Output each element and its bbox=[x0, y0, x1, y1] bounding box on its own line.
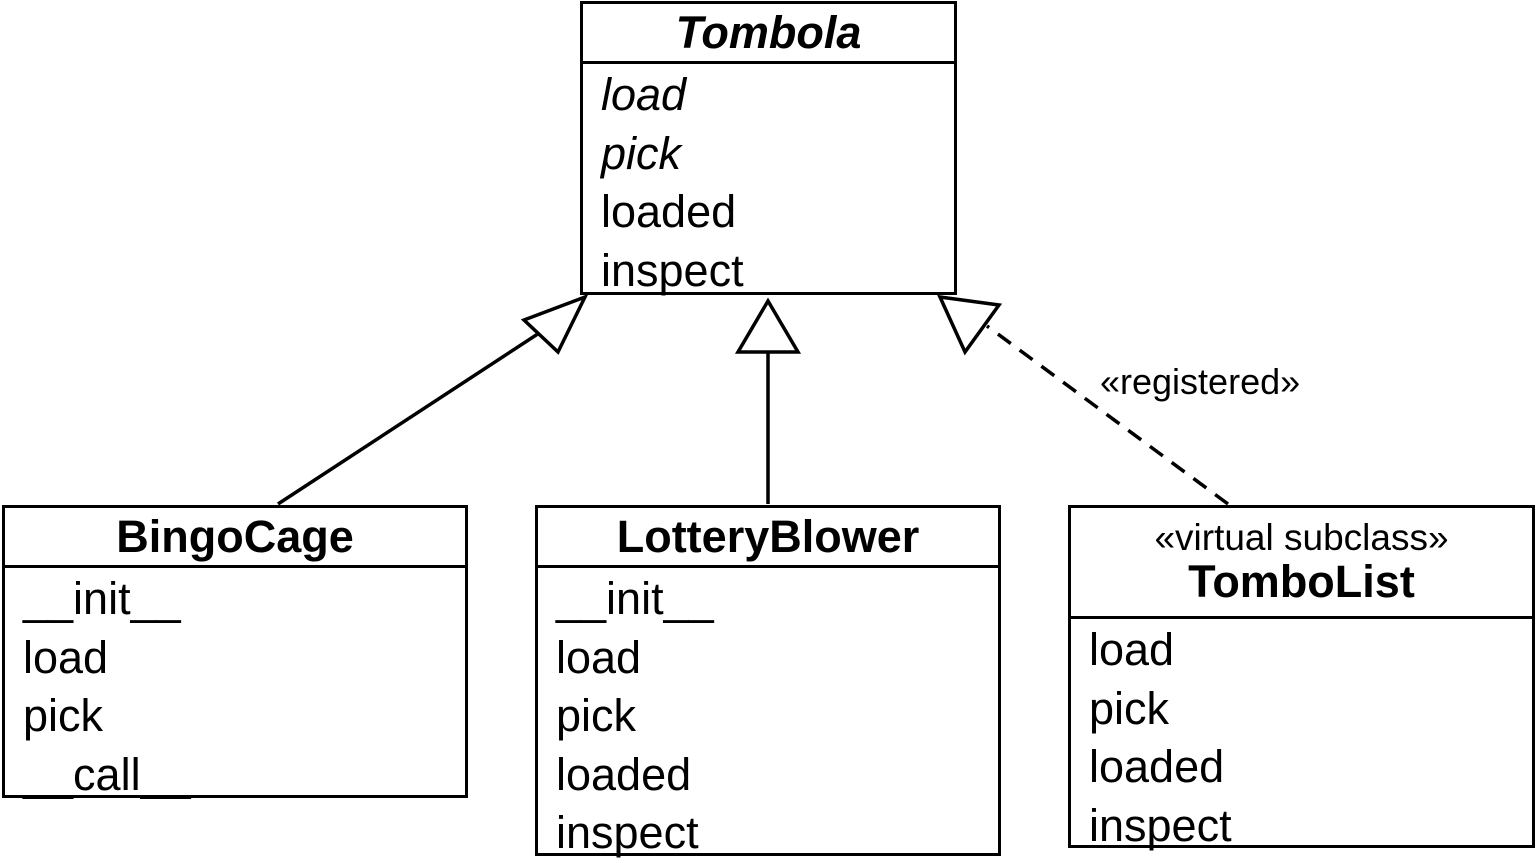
method-pick: pick bbox=[1089, 682, 1170, 734]
registered-label: «registered» bbox=[1100, 361, 1301, 402]
method-call: __call__ bbox=[23, 748, 191, 800]
method-list: load pick loaded inspect bbox=[583, 64, 954, 300]
method-init: __init__ bbox=[556, 573, 714, 624]
method-pick: pick bbox=[23, 690, 104, 741]
method-init: __init__ bbox=[23, 573, 181, 624]
class-bingocage: BingoCage __init__ load pick __call__ bbox=[2, 505, 468, 800]
class-header: LotteryBlower bbox=[538, 508, 998, 568]
class-name: TomboList bbox=[1188, 556, 1415, 607]
tombolist-registration-arrowhead bbox=[937, 294, 1003, 356]
method-list: __init__ load pick loaded inspect bbox=[538, 568, 998, 863]
method-list: load pick loaded inspect bbox=[1071, 619, 1532, 855]
class-stereotype: «virtual subclass» bbox=[1154, 517, 1449, 558]
class-name: LotteryBlower bbox=[616, 510, 920, 562]
method-pick: pick bbox=[556, 690, 637, 741]
method-inspect: inspect bbox=[556, 807, 699, 858]
method-inspect: inspect bbox=[601, 244, 744, 296]
class-name: BingoCage bbox=[116, 510, 354, 562]
method-list: __init__ load pick __call__ bbox=[5, 568, 465, 804]
method-load: load bbox=[601, 69, 687, 120]
method-load: load bbox=[1089, 624, 1175, 675]
tombolist-registration-line bbox=[985, 324, 1230, 506]
method-load: load bbox=[23, 631, 109, 683]
lotteryblower-inheritance-arrowhead bbox=[734, 297, 802, 354]
method-loaded: loaded bbox=[1089, 741, 1225, 792]
method-inspect: inspect bbox=[1089, 799, 1232, 851]
class-name: Tombola bbox=[675, 6, 862, 58]
class-tombolist: «virtual subclass» TomboList load pick l… bbox=[1068, 505, 1535, 851]
method-load: load bbox=[556, 631, 642, 683]
method-loaded: loaded bbox=[556, 748, 692, 800]
class-header: Tombola bbox=[583, 4, 954, 64]
method-loaded: loaded bbox=[601, 186, 737, 237]
bingocage-inheritance-arrowhead bbox=[520, 293, 589, 355]
class-header: «virtual subclass» TomboList bbox=[1071, 508, 1532, 619]
class-header: BingoCage bbox=[5, 508, 465, 568]
bingocage-inheritance-line bbox=[277, 322, 554, 506]
class-tombola: Tombola load pick loaded inspect bbox=[580, 1, 957, 296]
class-lotteryblower: LotteryBlower __init__ load pick loaded … bbox=[535, 505, 1001, 858]
method-pick: pick bbox=[601, 127, 682, 179]
